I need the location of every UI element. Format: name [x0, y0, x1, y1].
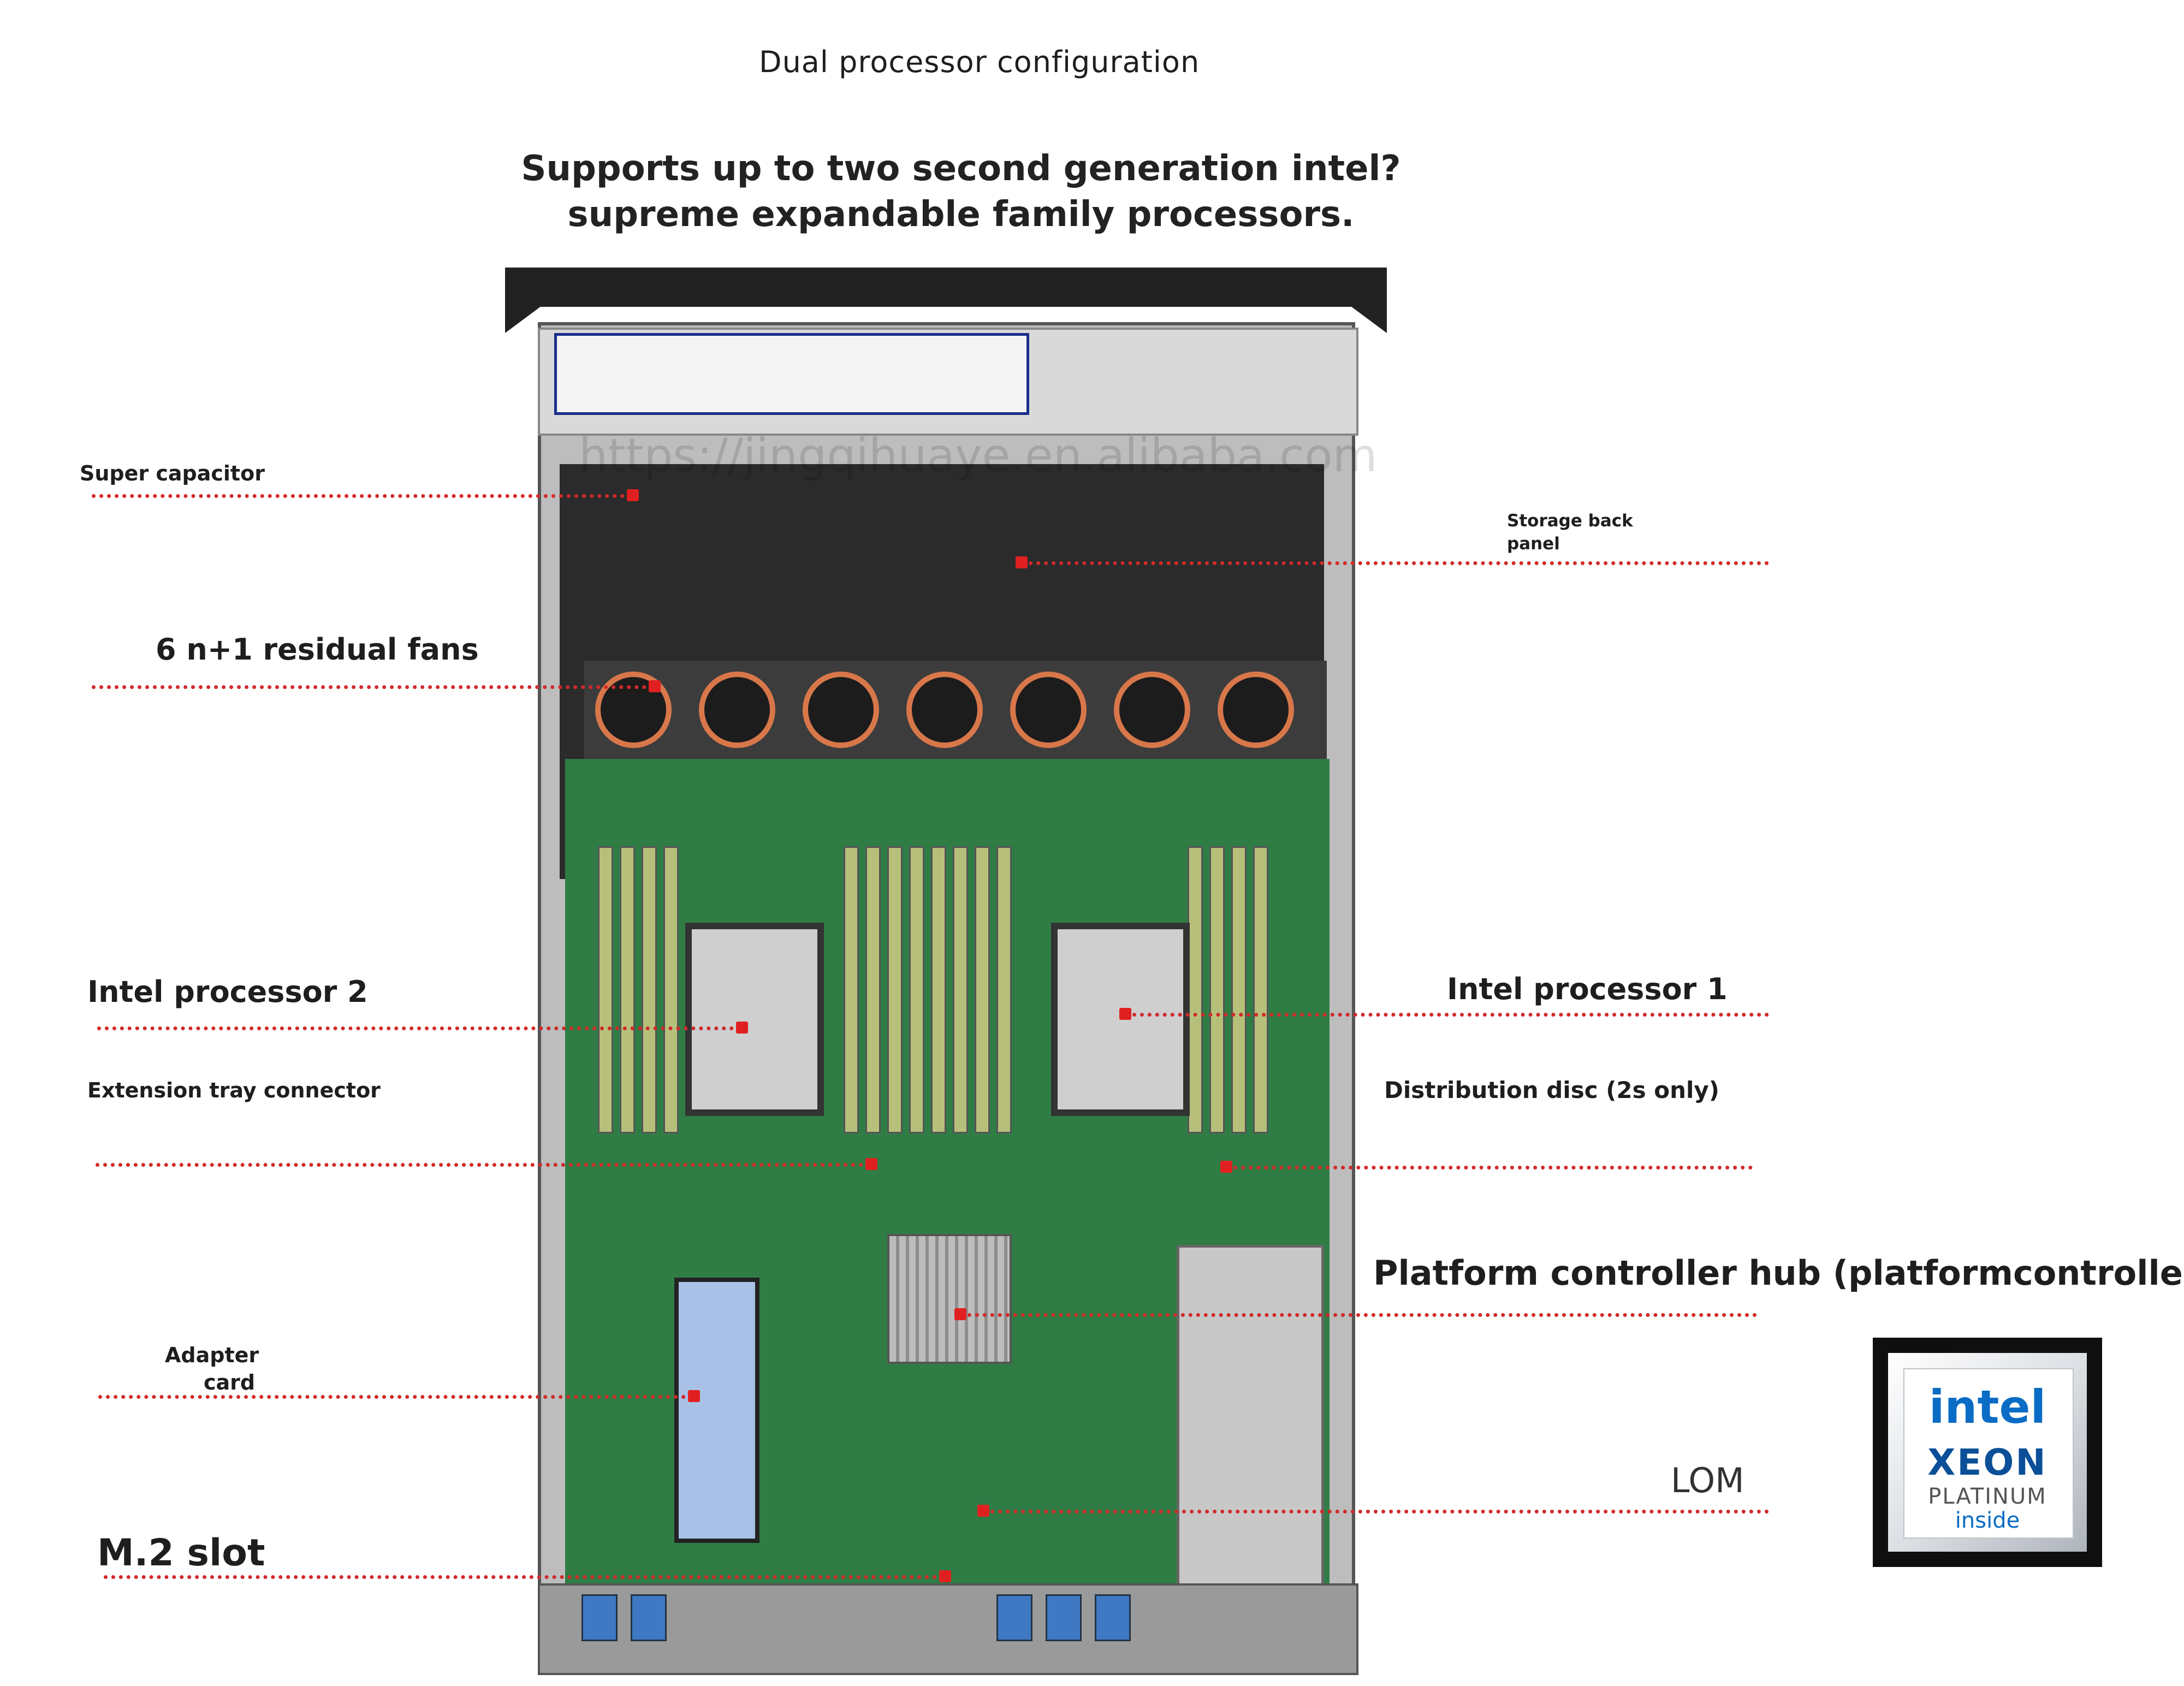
badge-brand: intel — [1928, 1380, 2046, 1434]
latch-icon — [1046, 1594, 1082, 1641]
pch-heatsink — [887, 1234, 1012, 1364]
dimm-slot — [620, 846, 635, 1133]
cpu-heatsink-2 — [685, 923, 824, 1116]
leader-lom — [983, 1510, 1769, 1513]
latch-icon — [996, 1594, 1032, 1641]
label-adapter-card-line1: Adapter — [165, 1343, 259, 1367]
label-adapter-card-line2: card — [204, 1370, 256, 1394]
badge-tier: PLATINUM — [1928, 1484, 2047, 1509]
marker-intel-processor-1 — [1119, 1008, 1131, 1020]
label-extension-tray-connector: Extension tray connector — [87, 1078, 381, 1102]
label-intel-processor-1: Intel processor 1 — [1447, 972, 1728, 1006]
service-tag-label — [554, 333, 1029, 415]
dimm-slot — [996, 846, 1012, 1133]
fan-icon — [906, 672, 983, 748]
label-storage-back-panel-line1: Storage back — [1507, 511, 1633, 531]
leader-intel-processor-2 — [97, 1026, 741, 1030]
latch-icon — [1095, 1594, 1131, 1641]
leader-super-capacitor — [92, 494, 632, 498]
label-intel-processor-2: Intel processor 2 — [87, 975, 368, 1009]
leader-fans — [92, 685, 654, 689]
dimm-slot — [642, 846, 657, 1133]
page-title: Dual processor configuration — [759, 45, 1200, 79]
leader-distribution-disc — [1226, 1166, 1753, 1169]
subtitle-line-1: Supports up to two second generation int… — [521, 149, 1401, 189]
dimm-slot — [865, 846, 881, 1133]
fan-icon — [1218, 672, 1294, 748]
dimm-slot — [975, 846, 990, 1133]
leader-extension-tray-connector — [96, 1163, 871, 1167]
marker-fans — [649, 680, 661, 692]
badge-tagline: inside — [1955, 1508, 2020, 1533]
dimm-slot — [909, 846, 924, 1133]
cpu-heatsink-1 — [1051, 923, 1190, 1116]
label-fans: 6 n+1 residual fans — [156, 632, 479, 667]
dimm-slot — [931, 846, 946, 1133]
fan-icon — [699, 672, 775, 748]
label-m2-slot: M.2 slot — [97, 1531, 265, 1575]
marker-platform-controller-hub — [954, 1308, 966, 1320]
leader-storage-back-panel — [1021, 561, 1769, 565]
label-lom: LOM — [1671, 1461, 1744, 1500]
latch-icon — [631, 1594, 667, 1641]
leader-platform-controller-hub — [960, 1313, 1757, 1317]
dimm-slot — [953, 846, 968, 1133]
watermark: https://jingqihuaye.en.alibaba.com — [579, 429, 1378, 482]
fan-row — [584, 661, 1327, 759]
dimm-slot — [598, 846, 613, 1133]
dimm-slot — [1253, 846, 1268, 1133]
power-supply — [1177, 1245, 1324, 1632]
marker-extension-tray-connector — [865, 1158, 877, 1170]
leader-intel-processor-1 — [1125, 1013, 1769, 1017]
label-platform-controller-hub: Platform controller hub (platformcontrol… — [1373, 1253, 2184, 1293]
fan-icon — [1114, 672, 1190, 748]
server-chassis-illustration — [505, 268, 1387, 1676]
dimm-slot — [1231, 846, 1247, 1133]
marker-intel-processor-2 — [736, 1022, 748, 1034]
dimm-slot — [844, 846, 859, 1133]
label-storage-back-panel-line2: panel — [1507, 534, 1560, 554]
latch-icon — [581, 1594, 618, 1641]
fan-icon — [803, 672, 879, 748]
adapter-riser — [674, 1278, 759, 1543]
badge-product: XEON — [1927, 1441, 2048, 1483]
label-super-capacitor: Super capacitor — [80, 461, 265, 485]
leader-m2-slot — [104, 1575, 945, 1579]
rear-io-panel — [538, 1583, 1358, 1675]
marker-lom — [977, 1505, 989, 1517]
marker-super-capacitor — [627, 489, 639, 501]
leader-adapter-card — [98, 1395, 693, 1399]
marker-adapter-card — [688, 1390, 700, 1402]
marker-m2-slot — [939, 1570, 951, 1582]
dimm-slot — [1188, 846, 1203, 1133]
dimm-slot — [887, 846, 903, 1133]
marker-distribution-disc — [1220, 1161, 1232, 1173]
dimm-slot — [1209, 846, 1225, 1133]
label-distribution-disc: Distribution disc (2s only) — [1384, 1077, 1720, 1103]
badge-face — [1903, 1368, 2074, 1539]
marker-storage-back-panel — [1016, 556, 1028, 568]
dimm-slot — [663, 846, 679, 1133]
subtitle-line-2: supreme expandable family processors. — [567, 194, 1355, 235]
intel-xeon-platinum-badge: intel XEON PLATINUM inside — [1873, 1338, 2102, 1567]
fan-icon — [1010, 672, 1087, 748]
